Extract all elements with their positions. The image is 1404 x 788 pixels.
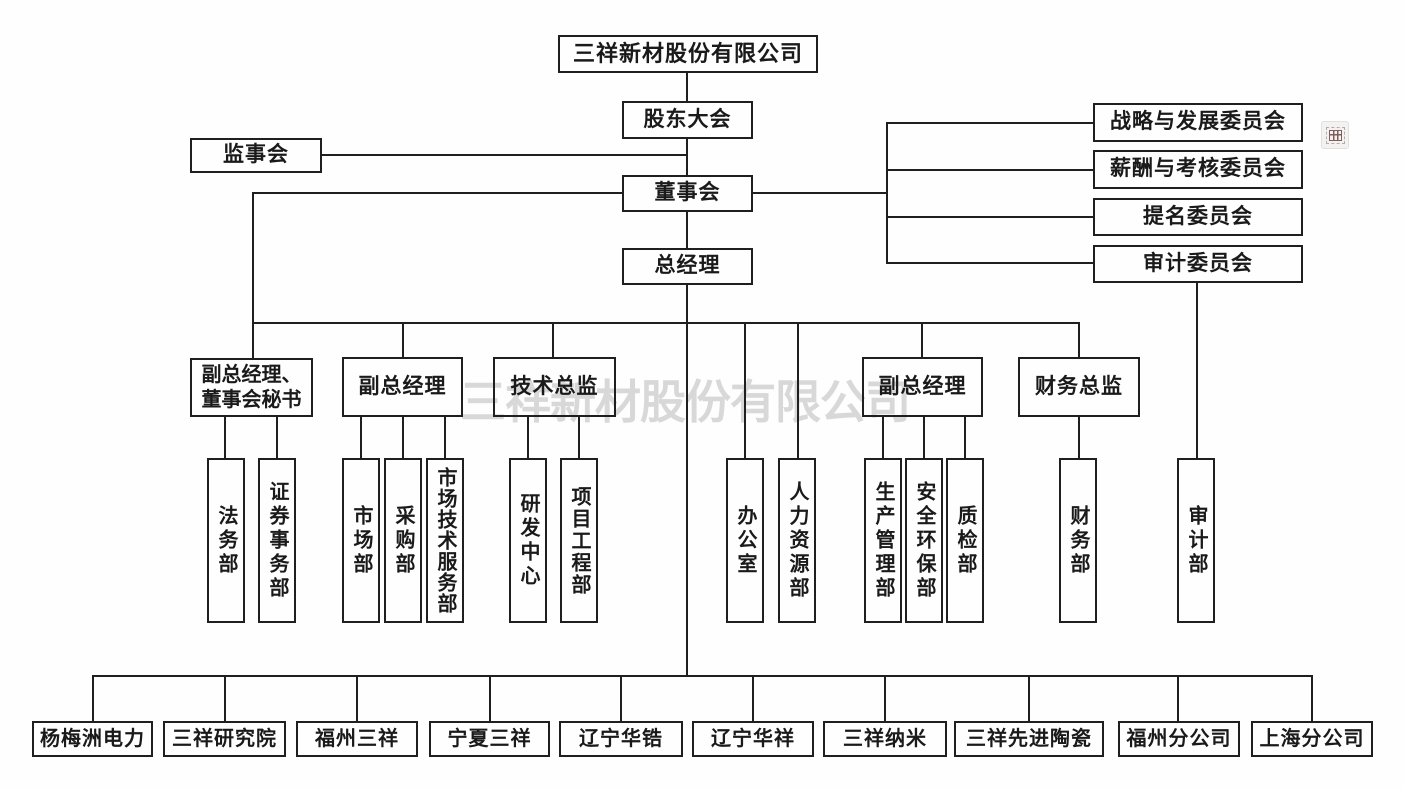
org-box-vice-general-manager-1: 副总经理 <box>342 357 463 417</box>
connector-line <box>923 417 925 458</box>
org-box-dept-human-resources: 人力资源部 <box>778 458 816 623</box>
org-box-company: 三祥新材股份有限公司 <box>558 35 818 73</box>
connector-line <box>224 675 226 721</box>
connector-line <box>1028 675 1030 721</box>
connector-line <box>886 216 1093 218</box>
org-box-dept-legal: 法务部 <box>207 458 245 623</box>
connector-line <box>686 139 688 175</box>
org-box-dept-quality-inspection: 质检部 <box>946 458 984 623</box>
org-box-finance-director: 财务总监 <box>1018 357 1140 417</box>
connector-line <box>886 169 1093 171</box>
connector-line <box>686 212 688 248</box>
org-box-technical-director: 技术总监 <box>493 357 616 417</box>
connector-line <box>276 417 278 458</box>
org-box-vice-general-manager-2: 副总经理 <box>862 357 983 417</box>
layout-anchor-icon <box>1325 126 1345 144</box>
connector-line <box>1196 283 1198 458</box>
connector-line <box>252 322 1080 324</box>
connector-line <box>686 73 688 101</box>
connector-line <box>1078 322 1080 357</box>
org-box-dept-marketing: 市场部 <box>342 458 380 623</box>
org-box-committee-compensation-appraisal: 薪酬与考核委员会 <box>1093 150 1303 189</box>
org-box-committee-audit: 审计委员会 <box>1093 245 1303 283</box>
org-box-sub-shanghai-branch: 上海分公司 <box>1251 721 1373 757</box>
connector-line <box>1078 417 1080 458</box>
org-box-sub-fuzhou-branch: 福州分公司 <box>1118 721 1240 757</box>
org-box-shareholders-meeting: 股东大会 <box>622 101 753 139</box>
org-box-general-manager: 总经理 <box>622 248 753 285</box>
connector-line <box>753 192 888 194</box>
connector-line <box>921 322 923 357</box>
connector-line <box>92 675 1313 677</box>
org-box-dept-audit: 审计部 <box>1177 458 1215 623</box>
org-box-sub-yangmeizhou-power: 杨梅洲电力 <box>32 721 153 757</box>
connector-line <box>252 192 622 194</box>
connector-line <box>578 417 580 458</box>
org-box-dept-market-tech-service: 市场技术服务部 <box>426 458 464 623</box>
connector-line <box>886 262 1093 264</box>
connector-line <box>489 675 491 721</box>
connector-line <box>752 675 754 721</box>
org-box-dept-securities-affairs: 证券事务部 <box>258 458 296 623</box>
org-box-sub-sanxiang-research-institute: 三祥研究院 <box>163 721 286 757</box>
layout-options-button[interactable] <box>1321 121 1349 149</box>
connector-line <box>886 122 1093 124</box>
org-box-dept-project-engineering: 项目工程部 <box>560 458 598 623</box>
org-box-dept-procurement: 采购部 <box>384 458 422 623</box>
org-box-vgm-board-secretary: 副总经理、 董事会秘书 <box>190 358 313 417</box>
org-box-sub-sanxiang-nano: 三祥纳米 <box>823 721 947 757</box>
connector-line <box>886 122 888 264</box>
org-box-sub-sanxiang-advanced-ceramics: 三祥先进陶瓷 <box>954 721 1104 757</box>
connector-line <box>686 285 688 676</box>
connector-line <box>402 322 404 357</box>
connector-line <box>444 417 446 458</box>
connector-line <box>884 675 886 721</box>
org-box-sub-liaoning-huagao: 辽宁华锆 <box>559 721 683 757</box>
org-box-dept-production-management: 生产管理部 <box>864 458 902 623</box>
connector-line <box>402 417 404 458</box>
connector-line <box>360 417 362 458</box>
connector-line <box>252 192 254 358</box>
connector-line <box>527 417 529 458</box>
org-box-sub-ningxia-sanxiang: 宁夏三祥 <box>429 721 550 757</box>
connector-line <box>1311 675 1313 721</box>
org-box-sub-fuzhou-sanxiang: 福州三祥 <box>296 721 418 757</box>
org-box-dept-finance: 财务部 <box>1059 458 1097 623</box>
connector-line <box>797 322 799 458</box>
connector-line <box>1177 675 1179 721</box>
connector-line <box>882 417 884 458</box>
org-box-dept-safety-environment: 安全环保部 <box>905 458 943 623</box>
connector-line <box>92 675 94 721</box>
connector-line <box>964 417 966 458</box>
watermark-text: 三祥新材股份有限公司 <box>460 376 911 428</box>
org-box-committee-strategy-development: 战略与发展委员会 <box>1093 103 1303 142</box>
org-box-board-of-directors: 董事会 <box>622 175 753 212</box>
org-box-sub-liaoning-huaxiang: 辽宁华祥 <box>692 721 814 757</box>
connector-line <box>356 675 358 721</box>
connector-line <box>744 322 746 458</box>
connector-line <box>322 154 688 156</box>
org-box-dept-rnd-center: 研发中心 <box>509 458 547 623</box>
org-box-committee-nomination: 提名委员会 <box>1093 198 1303 236</box>
connector-line <box>620 675 622 721</box>
connector-line <box>224 417 226 458</box>
org-box-supervisory-board: 监事会 <box>190 138 322 173</box>
org-box-dept-office: 办公室 <box>726 458 764 623</box>
connector-line <box>552 322 554 357</box>
